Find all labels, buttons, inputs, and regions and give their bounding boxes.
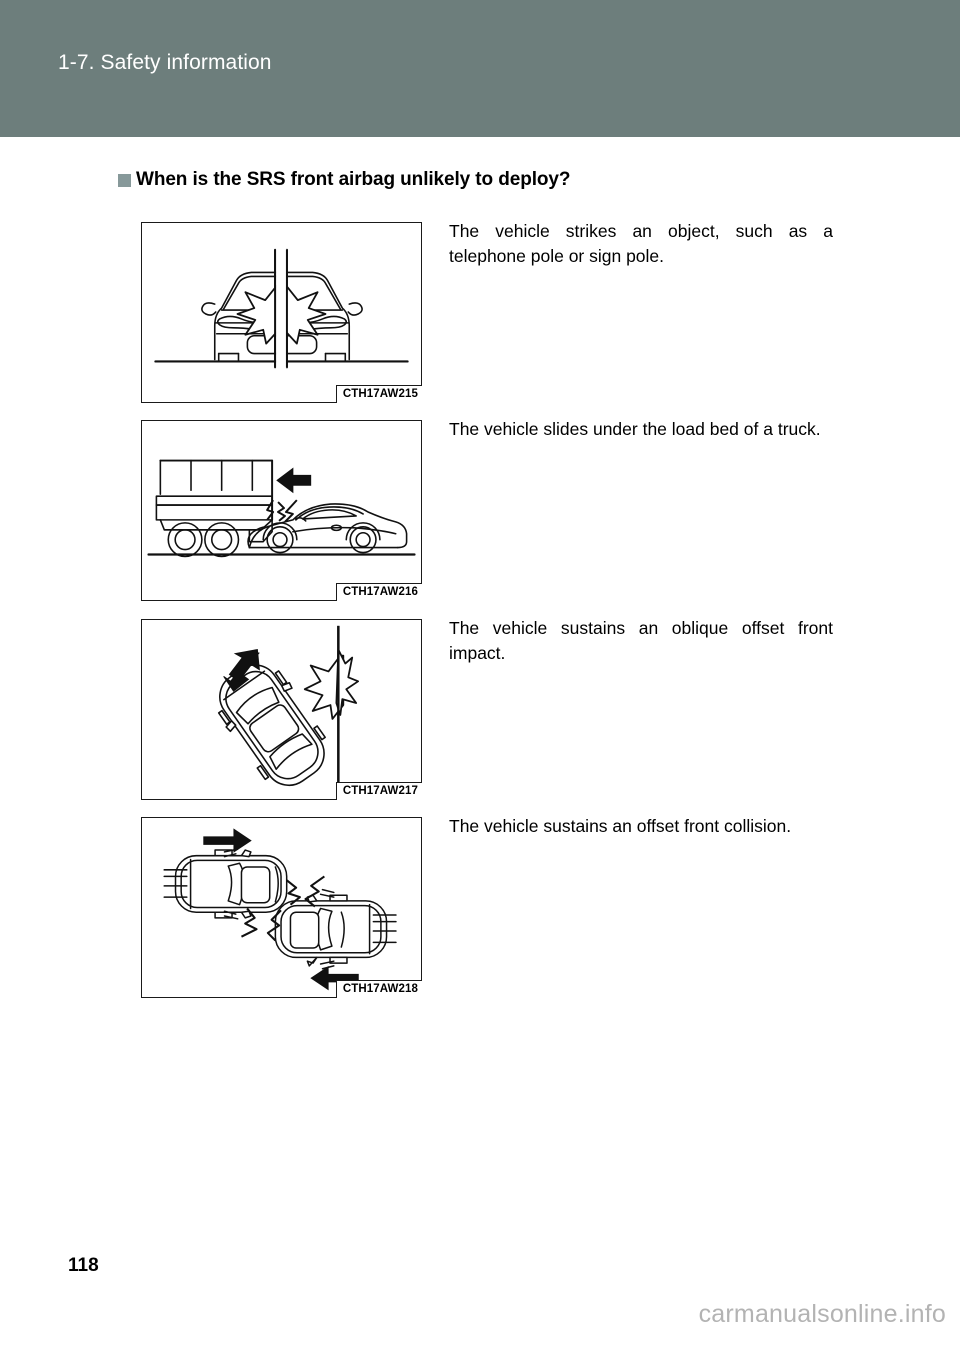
right-arrow-icon	[203, 828, 252, 853]
two-cars-offset-front-collision-illustration	[163, 828, 397, 991]
section-heading: When is the SRS front airbag unlikely to…	[118, 169, 570, 191]
page-header-band	[0, 0, 960, 137]
site-watermark: carmanualsonline.info	[698, 1300, 946, 1328]
figure-panel-2: CTH17AW216	[141, 420, 422, 601]
impact-burst-icon	[285, 284, 327, 345]
figure-panel-4: CTH17AW218	[141, 817, 422, 998]
figure-label-1: CTH17AW215	[335, 385, 422, 403]
section-heading-label: When is the SRS front airbag unlikely to…	[136, 169, 571, 190]
diagonal-arrow-icon	[228, 648, 260, 683]
figure-label-4: CTH17AW218	[335, 980, 422, 998]
impact-jag-icon	[266, 499, 298, 523]
figure-label-2: CTH17AW216	[335, 583, 422, 601]
car-front-hits-pole-illustration	[154, 248, 409, 369]
figure-label-3: CTH17AW217	[335, 782, 422, 800]
car-slides-under-truck-illustration	[147, 459, 416, 558]
impact-burst-icon	[236, 284, 278, 345]
impact-jag-icon	[240, 875, 325, 942]
figure-caption-1: The vehicle strikes an object, such as a…	[449, 221, 833, 266]
page-header-title: 1-7. Safety information	[58, 51, 272, 74]
left-arrow-icon	[276, 467, 312, 494]
figure-panel-1: CTH17AW215	[141, 222, 422, 403]
page-number: 118	[68, 1255, 99, 1276]
figure-panel-3: CTH17AW217	[141, 619, 422, 800]
impact-burst-icon	[335, 648, 360, 716]
figure-caption-3: The vehicle sustains an oblique offset f…	[449, 618, 833, 663]
square-bullet-icon	[118, 173, 131, 187]
car-oblique-offset-impact-illustration	[217, 625, 360, 791]
figure-caption-2: The vehicle slides under the load bed of…	[449, 419, 821, 439]
figure-caption-4: The vehicle sustains an offset front col…	[449, 816, 792, 836]
